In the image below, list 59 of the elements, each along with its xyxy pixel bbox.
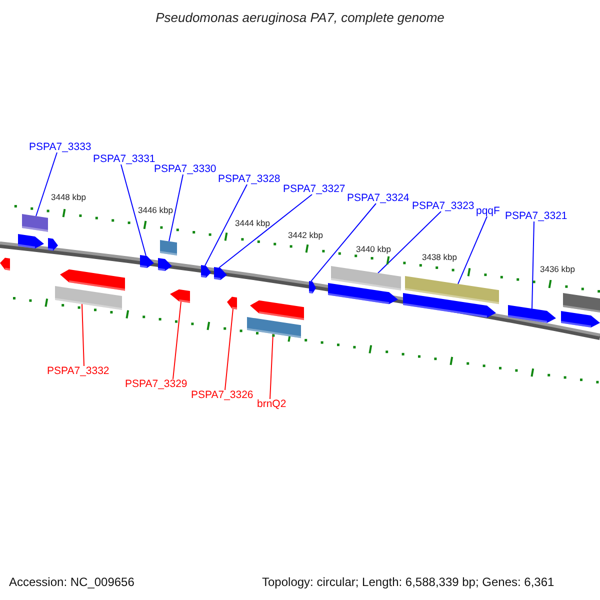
footer-text: Topology: circular; Length: 6,588,339 bp; Genes: 6,361 [262,576,554,588]
gene-label: PSPA7_3333 [29,142,92,152]
gene-feature [560,311,600,328]
diagram-title: Pseudomonas aeruginosa PA7, complete genome [154,11,446,24]
leader-line [120,164,146,256]
gene-label: PSPA7_3326 [191,390,254,400]
tick-label: 3448 kbp [51,193,86,202]
gene-bar [562,293,600,313]
gene-feature [18,234,44,249]
gene-feature [158,258,172,272]
gene-label: PSPA7_3331 [93,154,156,164]
gene-feature [227,296,238,310]
gene-feature [308,281,316,294]
gene-feature [60,269,126,291]
leader-line [224,308,234,390]
leader-line [172,301,182,380]
gene-label: pqqF [476,206,500,216]
gene-bar [54,286,122,310]
gene-label: PSPA7_3323 [412,201,474,212]
leader-line [378,211,442,274]
gene-bar [160,240,178,256]
gene-label: PSPA7_3324 [347,193,410,204]
gene-feature [250,300,304,320]
gene-feature [508,305,556,323]
gene-label: PSPA7_3328 [218,174,280,184]
gene-feature [140,255,154,268]
gene-feature [0,258,10,270]
tick-label: 3446 kbp [138,206,173,214]
leader-line [270,333,274,400]
gene-feature [48,238,58,251]
gene-label: PSPA7_3327 [283,184,346,194]
leader-line [204,184,248,266]
gene-feature [402,293,496,318]
gene-label: PSPA7_3329 [125,379,188,390]
leader-line [82,304,84,366]
gene-bar [404,276,500,304]
gene-label: PSPA7_3321 [505,211,568,222]
gene-bar [330,266,402,290]
leader-line [458,216,488,284]
gene-feature [170,289,190,303]
tick-label: 3442 kbp [288,231,323,240]
gene-bar [246,317,302,338]
leader-line [532,221,534,310]
gene-bar [22,214,48,232]
leader-line [218,194,312,268]
gene-label: PSPA7_3332 [47,366,110,376]
gene-feature [214,267,227,280]
tick-label: 3436 kbp [540,265,575,274]
leader-line [36,152,58,217]
gene-label: PSPA7_3330 [154,164,216,174]
leader-line [310,203,376,282]
gene-feature [200,265,211,278]
footer-text: Accession: NC_009656 [9,576,134,588]
tick-label: 3440 kbp [356,245,391,254]
tick-label: 3438 kbp [422,253,457,262]
gene-feature [328,283,398,304]
leader-line [168,174,184,242]
tick-label: 3444 kbp [235,219,270,228]
gene-label: brnQ2 [257,399,286,410]
